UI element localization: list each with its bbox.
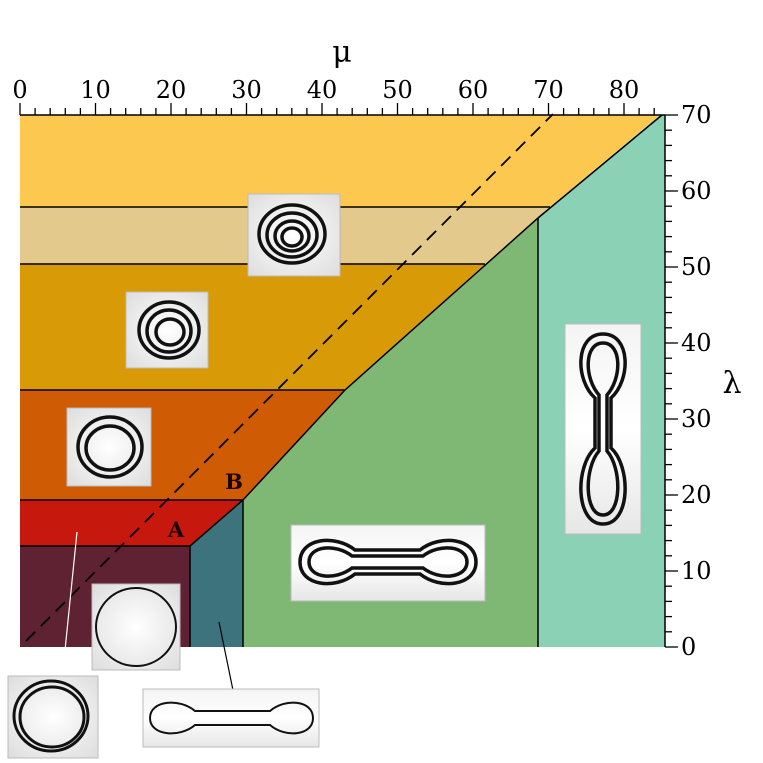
lambda-tick-label: 10 — [681, 557, 712, 585]
thumbnail-four-ring-coil — [125, 291, 209, 369]
lambda-tick-label: 60 — [681, 177, 712, 205]
mu-tick-label: 30 — [231, 76, 262, 104]
coil-icon — [76, 415, 144, 479]
top-axis: 0 10 20 30 40 50 60 70 80 μ — [12, 35, 665, 116]
mu-axis-title: μ — [332, 35, 352, 70]
region-top — [20, 115, 660, 207]
mu-tick-label: 10 — [80, 76, 111, 104]
lambda-ticks: 0 10 20 30 40 50 60 70 — [665, 101, 712, 661]
lambda-axis-title: λ — [722, 366, 741, 401]
thumbnail-double-ring-coil — [7, 675, 99, 759]
mu-tick-label: 20 — [156, 76, 187, 104]
leader-line — [61, 531, 78, 681]
thumbnail-three-ring-coil — [66, 407, 152, 487]
boundary-diagonal — [189, 114, 663, 547]
mu-ticks: 0 10 20 30 40 50 60 70 80 — [12, 76, 655, 115]
dashed-phase-line — [25, 113, 554, 642]
thumbnail-large-dumbbell — [290, 524, 486, 602]
thumbnail-frame — [142, 688, 320, 748]
lambda-tick-label: 50 — [681, 253, 712, 281]
thumbnail-frame — [91, 583, 181, 671]
lambda-tick-label: 40 — [681, 329, 712, 357]
mu-tick-label: 40 — [307, 76, 338, 104]
region-double-ring — [20, 500, 243, 546]
thumbnail-frame — [66, 407, 152, 487]
circle-icon — [95, 587, 177, 667]
thumbnail-frame — [290, 524, 486, 602]
region-dumbbell-small — [190, 500, 243, 647]
thumbnail-five-ring-coil — [247, 193, 341, 277]
lambda-tick-label: 70 — [681, 101, 712, 129]
coil-icon — [257, 203, 327, 265]
thumbnail-vertical-figure8 — [564, 323, 642, 535]
lambda-tick-label: 0 — [681, 633, 696, 661]
lambda-tick-label: 30 — [681, 405, 712, 433]
mu-tick-label: 70 — [533, 76, 564, 104]
mu-tick-label: 80 — [609, 76, 640, 104]
right-axis: 0 10 20 30 40 50 60 70 λ — [664, 101, 742, 661]
point-label-a: A — [167, 517, 185, 542]
lambda-tick-label: 20 — [681, 481, 712, 509]
dumbbell-icon — [298, 538, 478, 586]
thumbnail-single-circle — [91, 583, 181, 671]
thumbnail-small-dumbbell — [142, 688, 320, 748]
coil-icon — [12, 679, 90, 753]
mu-tick-label: 60 — [458, 76, 489, 104]
coil-icon — [137, 300, 201, 360]
mu-tick-label: 50 — [382, 76, 413, 104]
point-label-b: B — [225, 469, 243, 494]
figure8-icon — [579, 332, 627, 526]
mu-tick-label: 0 — [12, 76, 27, 104]
thumbnail-frame — [564, 323, 642, 535]
leader-line — [218, 621, 236, 701]
dumbbell-icon — [148, 701, 315, 735]
